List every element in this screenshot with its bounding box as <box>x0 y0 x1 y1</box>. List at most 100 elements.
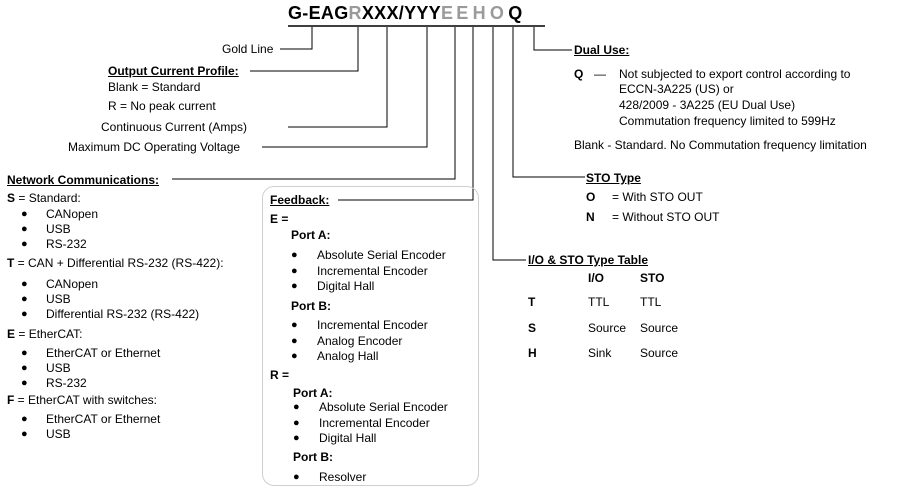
feedback-item: Digital Hall <box>317 279 375 293</box>
code-e1: E <box>440 3 454 23</box>
feedback-item: Incremental Encoder <box>317 318 428 332</box>
feedback-item: Incremental Encoder <box>319 416 430 430</box>
network-e-item: USB <box>46 361 71 375</box>
code-h: H <box>472 3 486 23</box>
bullet-icon: ● <box>293 417 300 429</box>
sto-header: STO <box>640 271 665 285</box>
bullet-icon: ● <box>21 278 28 290</box>
feedback-e-label: E = <box>270 212 289 226</box>
feedback-connector <box>338 27 474 201</box>
bullet-icon: ● <box>21 413 28 425</box>
network-f-text: = EtherCAT with switches: <box>14 393 157 407</box>
dual-use-line: 428/2009 - 3A225 (EU Dual Use) <box>619 98 796 112</box>
network-s-item: USB <box>46 222 71 236</box>
code-o: O <box>489 3 505 23</box>
bullet-icon: ● <box>293 401 300 413</box>
feedback-item: Incremental Encoder <box>317 264 428 278</box>
code-voltage: YYY <box>404 3 441 23</box>
io-row-key: H <box>528 346 537 360</box>
network-f-line: F = EtherCAT with switches: <box>7 393 157 407</box>
bullet-icon: ● <box>21 428 28 440</box>
network-s-item: CANopen <box>46 207 99 221</box>
network-s-text: = Standard: <box>15 191 81 205</box>
network-s-line: S = Standard: <box>7 191 81 205</box>
bullet-icon: ● <box>21 347 28 359</box>
bullet-icon: ● <box>291 249 298 261</box>
io-row-sto: Source <box>640 321 679 335</box>
output-profile-title: Output Current Profile: <box>108 64 239 78</box>
io-row-key: S <box>528 321 537 335</box>
feedback-item: Analog Encoder <box>317 334 403 348</box>
io-row-io: Sink <box>588 346 612 360</box>
feedback-title: Feedback: <box>270 193 330 207</box>
code-slash: / <box>398 3 405 23</box>
network-title: Network Communications: <box>7 173 160 187</box>
network-e-item: EtherCAT or Ethernet <box>46 346 161 360</box>
bullet-icon: ● <box>291 335 298 347</box>
dual-use-q-key: Q <box>574 67 584 81</box>
sto-n-text: = Without STO OUT <box>612 210 720 224</box>
io-connector <box>492 27 526 261</box>
io-row-io: TTL <box>588 295 610 309</box>
network-e-key: E <box>7 327 16 341</box>
feedback-item: Absolute Serial Encoder <box>319 400 448 414</box>
bullet-icon: ● <box>293 471 300 483</box>
bullet-icon: ● <box>21 238 28 250</box>
r-connector <box>250 27 359 72</box>
network-t-item: USB <box>46 292 71 306</box>
feedback-e-port-a: Port A: <box>291 228 331 242</box>
code-prefix: G-EAG <box>288 3 349 23</box>
dual-use-connector <box>533 27 572 51</box>
dual-use-line: Not subjected to export control accordin… <box>619 67 851 81</box>
network-t-text: = CAN + Differential RS-232 (RS-422): <box>14 256 224 270</box>
dual-use-dash: — <box>594 67 606 81</box>
network-connector <box>172 27 456 180</box>
network-t-line: T = CAN + Differential RS-232 (RS-422): <box>7 256 224 270</box>
continuous-current-label: Continuous Current (Amps) <box>101 120 248 134</box>
bullet-icon: ● <box>291 319 298 331</box>
max-voltage-label: Maximum DC Operating Voltage <box>68 140 241 154</box>
sto-type-title: STO Type <box>586 171 641 185</box>
bullet-icon: ● <box>21 308 28 320</box>
network-f-item: EtherCAT or Ethernet <box>46 412 161 426</box>
io-row-sto: TTL <box>640 295 662 309</box>
feedback-r-port-b: Port B: <box>293 450 333 464</box>
code-q: Q <box>508 3 523 23</box>
sto-o-key: O <box>586 190 596 204</box>
io-row-key: T <box>528 295 536 309</box>
network-f-item: USB <box>46 427 71 441</box>
bullet-icon: ● <box>21 223 28 235</box>
feedback-e-port-b: Port B: <box>291 299 331 313</box>
network-t-item: Differential RS-232 (RS-422) <box>46 307 200 321</box>
network-e-text: = EtherCAT: <box>15 327 83 341</box>
dual-use-line: Commutation frequency limited to 599Hz <box>619 114 836 128</box>
r-no-peak-label: R = No peak current <box>108 99 216 113</box>
sto-connector <box>512 27 585 178</box>
feedback-box <box>262 186 479 486</box>
sto-n-key: N <box>586 210 595 224</box>
dual-use-line: ECCN-3A225 (US) or <box>619 82 734 96</box>
network-f-key: F <box>7 393 15 407</box>
code-r: R <box>348 3 362 23</box>
network-s-item: RS-232 <box>46 237 87 251</box>
bullet-icon: ● <box>21 293 28 305</box>
gold-line-connector <box>280 27 313 50</box>
current-connector <box>288 27 388 128</box>
sto-o-text: = With STO OUT <box>612 190 703 204</box>
bullet-icon: ● <box>21 208 28 220</box>
feedback-item: Digital Hall <box>319 431 377 445</box>
io-table-title: I/O & STO Type Table <box>528 253 649 267</box>
code-current: XXX <box>361 3 399 23</box>
voltage-connector <box>262 27 428 148</box>
io-row-io: Source <box>588 321 627 335</box>
network-s-key: S <box>7 191 16 205</box>
blank-standard-label: Blank = Standard <box>108 80 201 94</box>
feedback-r-label: R = <box>270 368 290 382</box>
network-e-item: RS-232 <box>46 376 87 390</box>
feedback-item: Resolver <box>319 470 367 484</box>
dual-use-title: Dual Use: <box>574 43 630 57</box>
bullet-icon: ● <box>21 377 28 389</box>
bullet-icon: ● <box>291 265 298 277</box>
